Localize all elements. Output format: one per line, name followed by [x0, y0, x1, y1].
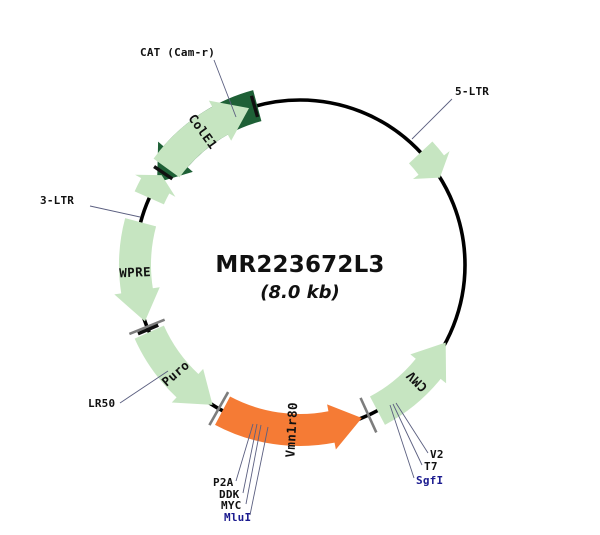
feature-arrows [114, 90, 450, 450]
feature-labels: CAT (Cam-r)5-LTRCMVVmn1r80PuroWPRE3-LTRC… [40, 46, 489, 524]
feature-wpre[interactable] [114, 218, 160, 322]
callout-label-t7: T7 [424, 460, 438, 473]
leader-lines [89, 59, 453, 516]
feature-label-5-ltr: 5-LTR [455, 85, 489, 98]
feature-3-ltr[interactable] [134, 174, 176, 205]
feature-arrow-wpre[interactable] [114, 218, 160, 322]
feature-cmv[interactable] [369, 342, 447, 425]
leader-line-v2 [395, 402, 429, 454]
nick-cat-cole1 [249, 95, 260, 118]
leader-line-lr50 [119, 370, 169, 404]
leader-line-cat [213, 59, 237, 118]
leader-line-sgfi [389, 404, 415, 479]
feature-label-vmn1r80: Vmn1r80 [282, 402, 300, 458]
leader-line-ddk [242, 423, 258, 494]
leader-line-p2a [235, 423, 254, 482]
feature-5-ltr[interactable] [408, 141, 450, 179]
callout-label-myc: MYC [221, 499, 241, 512]
callout-label-v2: V2 [430, 448, 444, 461]
feature-cole1[interactable] [153, 100, 250, 178]
feature-arrow-puro[interactable] [134, 325, 213, 405]
leader-line-3-ltr [89, 205, 141, 218]
feature-label-cat: CAT (Cam-r) [140, 46, 215, 59]
leader-line-5-ltr [411, 98, 453, 140]
callout-label-sgfi: SgfI [416, 474, 443, 487]
feature-puro[interactable] [134, 325, 213, 405]
callout-label-lr50: LR50 [88, 397, 115, 410]
tick-wpre-puro [128, 318, 166, 336]
feature-vmn1r80[interactable] [215, 396, 362, 450]
nick-wpre-puro [137, 323, 159, 336]
restriction-ticks [128, 95, 378, 433]
feature-label-wpre: WPRE [119, 264, 151, 280]
nick-cole1-3ltr [153, 165, 174, 181]
feature-arrow-3-ltr[interactable] [134, 174, 176, 205]
feature-arrow-cole1[interactable] [153, 100, 250, 178]
feature-arrow-cmv[interactable] [369, 342, 447, 425]
plasmid-size-label: (8.0 kb) [260, 282, 339, 303]
callout-label-ddk: DDK [219, 488, 240, 501]
page-title: MR223672L3 [215, 252, 384, 278]
callout-label-mlui: MluI [224, 511, 251, 524]
leader-line-mlui [249, 426, 269, 516]
callout-label-p2a: P2A [213, 476, 234, 489]
tick-puro-vmn [208, 391, 230, 426]
feature-arrow-5-ltr[interactable] [408, 141, 450, 179]
tick-vmn-cmv [359, 397, 378, 433]
feature-label-3-ltr: 3-LTR [40, 194, 74, 207]
leader-line-myc [245, 424, 262, 505]
leader-line-t7 [392, 403, 423, 466]
feature-arrow-vmn1r80[interactable] [215, 396, 362, 450]
